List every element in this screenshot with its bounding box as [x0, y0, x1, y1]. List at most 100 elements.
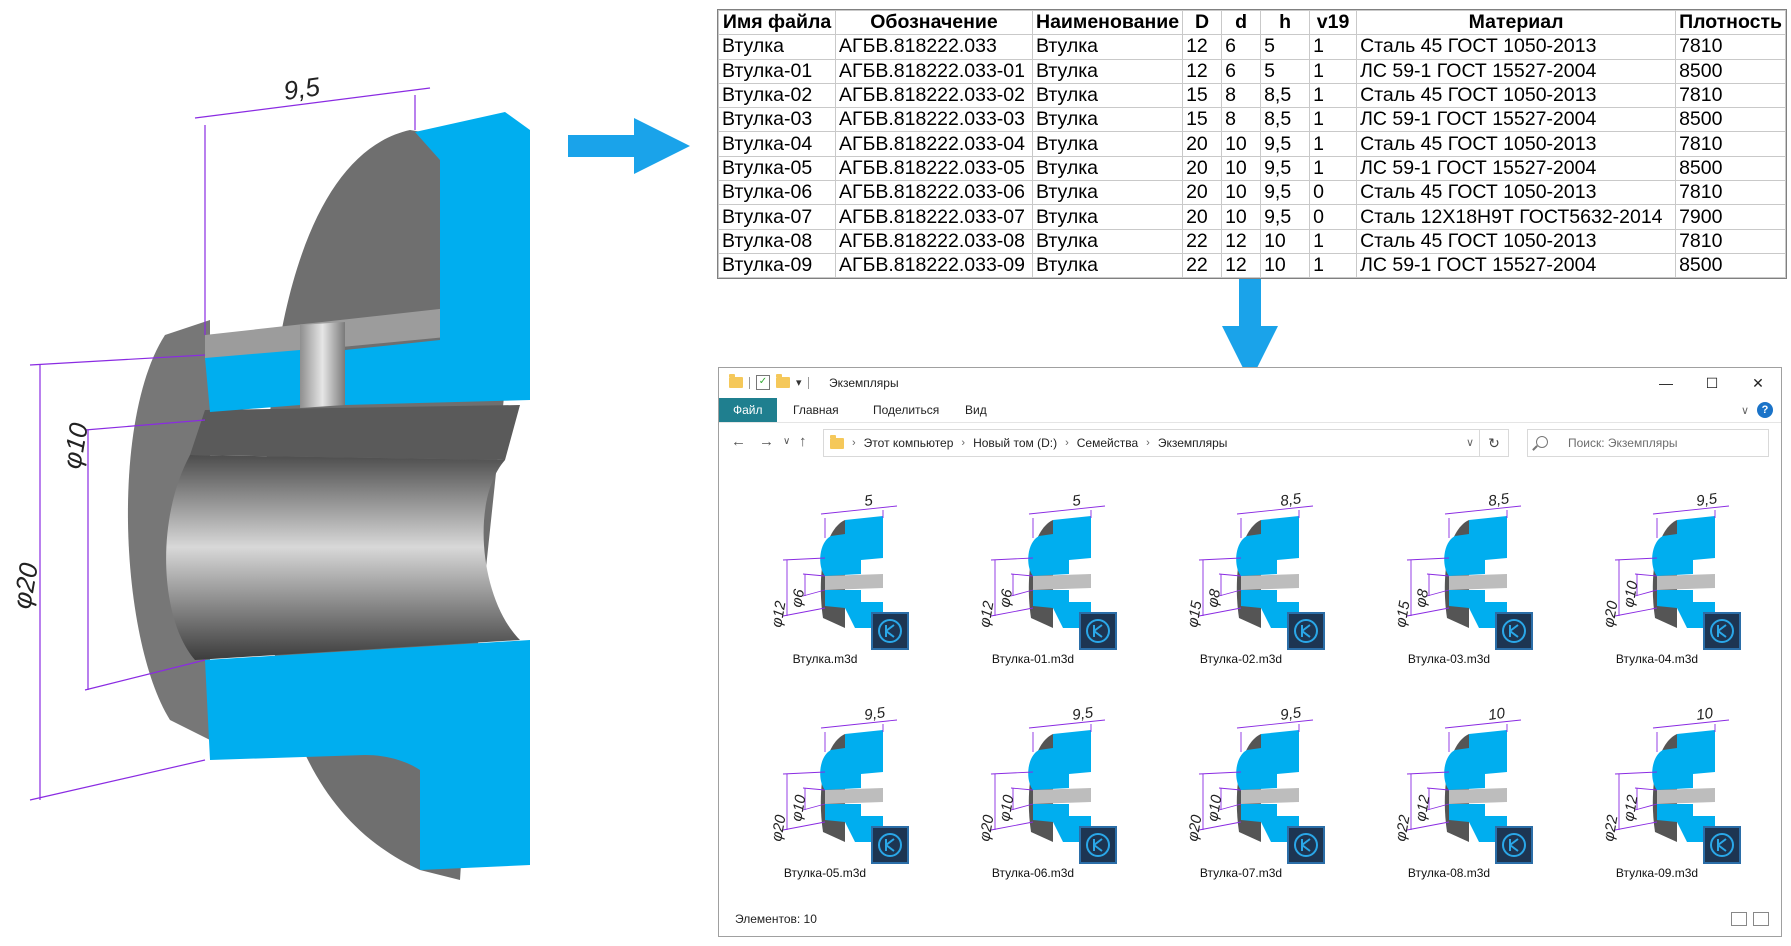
table-cell: АГБВ.818222.033-08 — [835, 228, 1033, 254]
help-icon[interactable]: ? — [1757, 402, 1773, 418]
table-cell: АГБВ.818222.033 — [835, 34, 1033, 60]
table-cell: 10 — [1221, 155, 1262, 182]
up-icon[interactable]: ↑ — [799, 433, 807, 450]
tab-share[interactable]: Поделиться — [873, 403, 940, 417]
table-cell: АГБВ.818222.033-06 — [835, 180, 1033, 206]
refresh-icon[interactable]: ↻ — [1479, 430, 1508, 456]
table-cell: 15 — [1182, 107, 1223, 133]
breadcrumb-item[interactable]: Этот компьютер — [863, 436, 954, 450]
bushing-section-model: 9,5 φ10 φ20 — [6, 71, 530, 880]
table-cell: 22 — [1182, 252, 1223, 279]
table-cell: 12 — [1182, 58, 1223, 84]
table-cell: 8 — [1221, 107, 1262, 133]
dimension-label: φ10 — [1620, 579, 1641, 609]
breadcrumb-item[interactable]: Новый том (D:) — [973, 436, 1058, 450]
dimension-label: φ20 — [976, 813, 997, 843]
expand-ribbon-icon[interactable]: ∨ — [1740, 404, 1749, 417]
title-bar: ✓ ▾ Экземпляры — ☐ ✕ — [719, 368, 1781, 398]
table-cell: Втулка-01 — [718, 58, 836, 84]
kompas-icon — [1079, 612, 1117, 650]
tab-view[interactable]: Вид — [965, 403, 987, 417]
table-cell: 22 — [1182, 228, 1223, 254]
address-bar[interactable]: › Этот компьютер › Новый том (D:) › Семе… — [823, 429, 1509, 457]
tab-file[interactable]: Файл — [719, 398, 777, 422]
table-cell: АГБВ.818222.033-05 — [835, 155, 1033, 182]
new-folder-icon[interactable] — [776, 374, 790, 388]
customize-toolbar-icon[interactable]: ▾ — [796, 377, 802, 389]
table-cell: Втулка — [1031, 252, 1184, 279]
file-name: Втулка.m3d — [792, 652, 858, 666]
table-cell: 1 — [1309, 82, 1358, 109]
col-header: h — [1260, 9, 1311, 36]
folder-icon — [830, 434, 844, 449]
breadcrumb-item[interactable]: Экземпляры — [1157, 436, 1228, 450]
details-view-icon[interactable] — [1731, 912, 1747, 926]
minimize-button[interactable]: — — [1659, 375, 1673, 391]
close-button[interactable]: ✕ — [1752, 375, 1764, 391]
dimension-label: 5 — [863, 492, 874, 510]
back-icon[interactable]: ← — [731, 433, 746, 450]
table-header-row: Имя файла Обозначение Наименование D d h… — [718, 9, 1786, 36]
table-cell: ЛС 59-1 ГОСТ 15527-2004 — [1356, 155, 1677, 182]
table-cell: 20 — [1182, 155, 1223, 182]
dimension-label: φ6 — [996, 587, 1016, 608]
recent-locations-icon[interactable]: ∨ — [783, 436, 791, 447]
table-cell: 1 — [1309, 252, 1358, 279]
table-cell: 1 — [1309, 131, 1358, 157]
col-header: v19 — [1309, 9, 1358, 36]
table-cell: 20 — [1182, 131, 1223, 157]
table-cell: Втулка — [1031, 180, 1184, 206]
dimension-label: 9,5 — [1279, 704, 1303, 724]
window-title: Экземпляры — [829, 376, 899, 390]
file-name: Втулка-01.m3d — [991, 652, 1075, 666]
kompas-icon — [1703, 612, 1741, 650]
search-input[interactable]: Поиск: Экземпляры — [1527, 429, 1769, 457]
table-cell: 9,5 — [1260, 204, 1311, 230]
bore-surface — [166, 455, 520, 660]
file-name: Втулка-07.m3d — [1199, 866, 1283, 880]
table-cell: 12 — [1221, 252, 1262, 279]
table-cell: Втулка — [1031, 155, 1184, 182]
col-header: Имя файла — [718, 9, 836, 36]
table-cell: 15 — [1182, 82, 1223, 109]
table-cell: 10 — [1221, 131, 1262, 157]
col-header: D — [1182, 9, 1223, 36]
large-icons-view-icon[interactable] — [1753, 912, 1769, 926]
dimension-label: φ12 — [768, 599, 789, 629]
table-cell: Сталь 45 ГОСТ 1050-2013 — [1356, 34, 1677, 60]
breadcrumb-item[interactable]: Семейства — [1076, 436, 1139, 450]
col-header: Материал — [1356, 9, 1677, 36]
dim-outer-text: φ20 — [6, 560, 44, 611]
table-cell: 7810 — [1675, 34, 1786, 60]
tab-home[interactable]: Главная — [793, 403, 839, 417]
table-cell: 6 — [1221, 34, 1262, 60]
forward-icon[interactable]: → — [759, 433, 774, 450]
table-cell: 9,5 — [1260, 180, 1311, 206]
dimension-label: 8,5 — [1279, 490, 1303, 510]
explorer-window: ✓ ▾ Экземпляры — ☐ ✕ Файл Главная Подели… — [718, 367, 1782, 937]
table-cell: 20 — [1182, 180, 1223, 206]
maximize-button[interactable]: ☐ — [1705, 375, 1719, 391]
table-cell: Втулка — [1031, 82, 1184, 109]
properties-icon[interactable]: ✓ — [756, 375, 770, 390]
address-dropdown-icon[interactable]: ∨ — [1465, 437, 1474, 449]
folder-icon[interactable] — [729, 374, 743, 388]
dimension-label: φ12 — [1620, 793, 1641, 823]
